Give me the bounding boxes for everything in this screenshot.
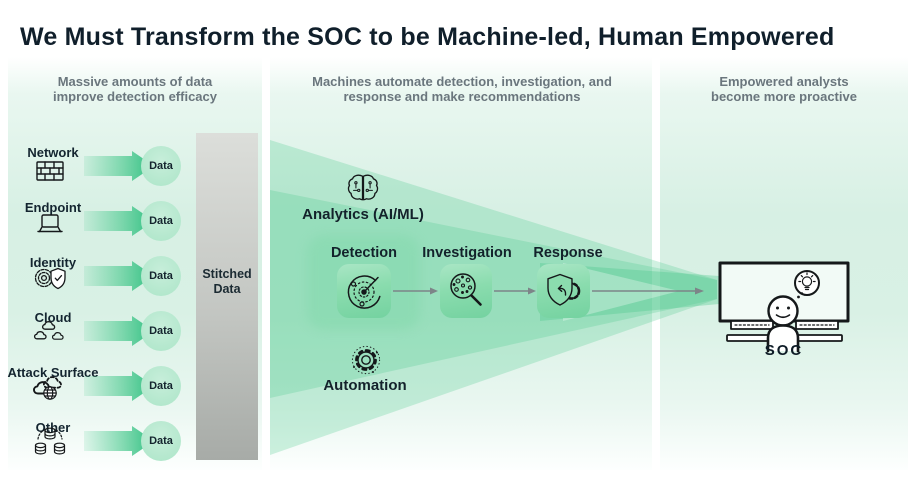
data-panel-header-line2: improve detection efficacy [53, 89, 217, 104]
database-icon [34, 427, 66, 455]
lightbulb-icon [798, 272, 816, 291]
page-title: We Must Transform the SOC to be Machine-… [20, 22, 835, 51]
source-label-other: Other [35, 420, 71, 435]
machines-panel-header: Machines automate detection, investigati… [290, 74, 634, 104]
data-circle: Data [141, 201, 181, 241]
data-circle-label: Data [149, 160, 173, 172]
soc-label: SOC [764, 342, 804, 359]
data-circle: Data [141, 146, 181, 186]
stitched-data-bar: Stitched Data [196, 133, 258, 460]
data-circle-label: Data [149, 435, 173, 447]
identity-shield-icon [34, 267, 66, 290]
soc-analyst-illustration [718, 261, 850, 353]
step-label-response: Response [533, 245, 603, 261]
arrow-investigation-to-response [494, 287, 536, 295]
step-label-investigation: Investigation [422, 245, 512, 261]
step-label-detection: Detection [330, 245, 398, 261]
brain-icon [347, 174, 379, 201]
magnifier-molecules-icon [450, 273, 482, 306]
source-label-endpoint: Endpoint [24, 200, 82, 215]
data-circle-label: Data [149, 215, 173, 227]
investigation-box [440, 264, 492, 318]
arrow-detection-to-investigation [393, 287, 438, 295]
analyst-icon [766, 295, 800, 353]
stitched-data-line2: Data [213, 281, 241, 296]
source-label-attack-surface: Attack Surface [7, 365, 99, 380]
data-circle-label: Data [149, 380, 173, 392]
automation-label: Automation [323, 377, 407, 394]
attack-surface-icon [32, 376, 62, 400]
response-box [537, 264, 590, 318]
analytics-label: Analytics (AI/ML) [302, 206, 424, 223]
analysts-panel-header: Empowered analysts become more proactive [664, 74, 904, 104]
radar-icon [347, 275, 381, 309]
data-flow-arrow [84, 316, 154, 346]
arrow-response-to-soc [592, 287, 704, 295]
data-flow-arrow [84, 261, 154, 291]
machines-panel [270, 57, 652, 470]
source-label-network: Network [27, 145, 79, 160]
data-circle: Data [141, 421, 181, 461]
automation-gear-icon [351, 345, 381, 375]
idea-bubble-icon [794, 270, 820, 296]
data-flow-arrow [84, 426, 154, 456]
machines-panel-header-line2: response and make recommendations [343, 89, 581, 104]
machines-panel-header-line1: Machines automate detection, investigati… [312, 74, 612, 89]
data-circle-label: Data [149, 270, 173, 282]
data-flow-arrow [84, 371, 154, 401]
stitched-data-line1: Stitched [202, 266, 252, 281]
analysts-panel-header-line1: Empowered analysts [719, 74, 849, 89]
data-circle-label: Data [149, 325, 173, 337]
data-circle: Data [141, 311, 181, 351]
analysts-panel-header-line2: become more proactive [711, 89, 857, 104]
detection-box [337, 264, 391, 318]
firewall-icon [36, 161, 64, 181]
data-circle: Data [141, 256, 181, 296]
data-flow-arrow [84, 151, 154, 181]
data-panel-header: Massive amounts of data improve detectio… [15, 74, 255, 104]
laptop-icon [37, 214, 63, 233]
data-panel-header-line1: Massive amounts of data [57, 74, 213, 89]
data-circle: Data [141, 366, 181, 406]
source-label-cloud: Cloud [34, 310, 72, 325]
source-label-identity: Identity [29, 255, 77, 270]
data-flow-arrow [84, 206, 154, 236]
shield-gear-arrow-icon [546, 273, 580, 306]
clouds-icon [33, 321, 64, 340]
